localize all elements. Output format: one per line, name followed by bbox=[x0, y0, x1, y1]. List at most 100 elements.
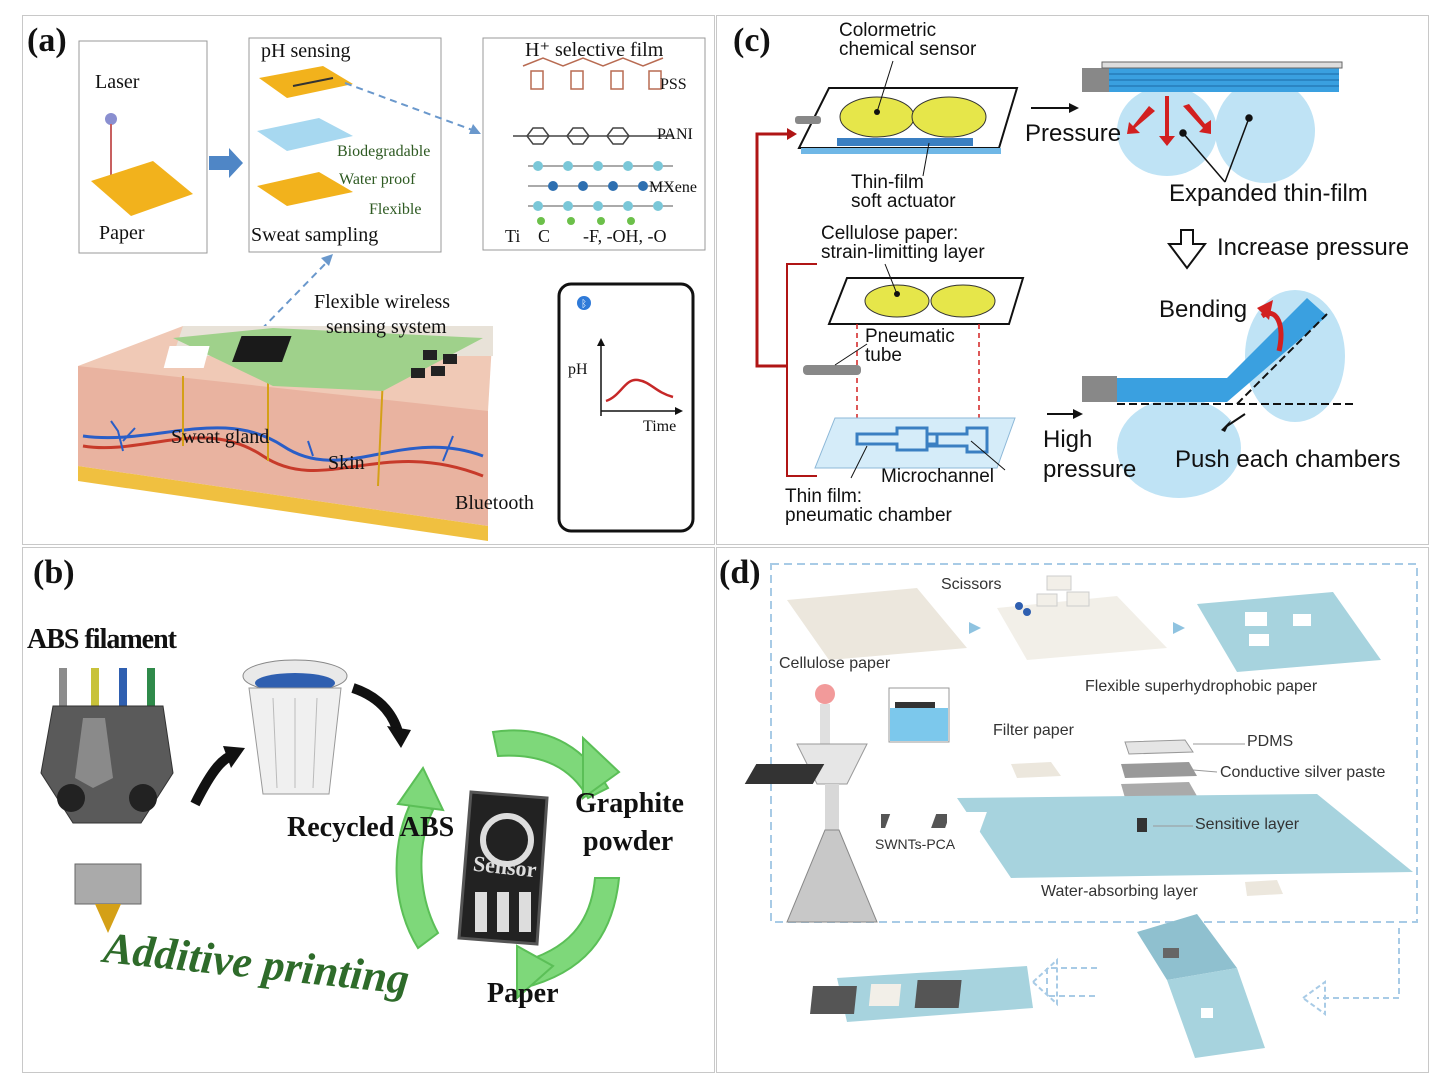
water-proof-label: Water proof bbox=[339, 171, 416, 188]
bluetooth-label: Bluetooth bbox=[455, 492, 534, 514]
panel-b: (b) ABS filament Recycled ABS Graphite p… bbox=[22, 547, 715, 1073]
terminations-label: -F, -OH, -O bbox=[583, 226, 667, 246]
cellulose-label-2: strain-limitting layer bbox=[821, 242, 985, 263]
right-arrow-icon bbox=[209, 148, 243, 178]
swnts-label: SWNTs-PCA bbox=[875, 836, 956, 852]
laser-label: Laser bbox=[95, 71, 140, 93]
paper-label: Paper bbox=[99, 222, 145, 244]
expanded-label: Expanded thin-film bbox=[1169, 180, 1368, 207]
chip-icon bbox=[232, 336, 292, 362]
flow-arrow-1 bbox=[1317, 928, 1400, 999]
folded-device-top bbox=[1137, 914, 1237, 980]
bending-label: Bending bbox=[1159, 296, 1248, 323]
panel-d-graphics bbox=[744, 563, 1418, 1058]
colorimetric-label-1: Colormetric bbox=[839, 20, 937, 41]
pss-label: PSS bbox=[660, 76, 687, 93]
pdms-label: PDMS bbox=[1247, 733, 1294, 750]
flexible-label: Flexible bbox=[369, 201, 422, 218]
microchannel-label: Microchannel bbox=[881, 466, 994, 487]
biodegradable-label: Biodegradable bbox=[337, 143, 431, 160]
chamber-label-1: Thin film: bbox=[785, 486, 863, 507]
cellulose-sheet bbox=[787, 588, 967, 660]
process-frame bbox=[770, 563, 1418, 923]
cellulose-paper-label: Cellulose paper bbox=[779, 655, 891, 672]
beaker-icon bbox=[888, 687, 950, 743]
red-bracket bbox=[786, 263, 817, 477]
panel-c-letter: (c) bbox=[733, 22, 771, 59]
pss-structure bbox=[522, 57, 664, 90]
scissors-label: Scissors bbox=[941, 576, 1002, 593]
colorimetric-label-2: chemical sensor bbox=[839, 39, 977, 60]
tube-expanded bbox=[1082, 68, 1112, 92]
filter-paper bbox=[1011, 762, 1061, 778]
pressure-label: Pressure bbox=[1025, 120, 1122, 147]
filter-paper-label: Filter paper bbox=[993, 722, 1074, 739]
recycled-abs-label: Recycled ABS bbox=[287, 812, 455, 843]
ti-label: Ti bbox=[505, 226, 521, 246]
laser-box bbox=[78, 40, 208, 254]
cellulose-label-1: Cellulose paper: bbox=[821, 223, 959, 244]
laser-head-icon bbox=[105, 113, 117, 125]
chamber-sheet bbox=[814, 417, 1016, 469]
sensor-base-sheet bbox=[957, 794, 1413, 878]
chamber-label-2: pneumatic chamber bbox=[785, 505, 952, 526]
ph-curve bbox=[605, 378, 674, 403]
sensitive-layer-label: Sensitive layer bbox=[1195, 816, 1300, 833]
sensitive-element bbox=[1137, 818, 1147, 832]
silver-paste-label: Conductive silver paste bbox=[1220, 764, 1386, 781]
paper-sheet bbox=[91, 161, 193, 216]
superhydrophobic-sheet bbox=[1197, 592, 1381, 672]
graphite-label-1: Graphite bbox=[575, 788, 684, 819]
pneumatic-tube bbox=[803, 365, 861, 375]
pani-label: PANI bbox=[657, 126, 693, 143]
push-chambers-label: Push each chambers bbox=[1175, 446, 1401, 473]
sensor-spot-1 bbox=[839, 96, 915, 138]
ph-sensing-label: pH sensing bbox=[261, 40, 351, 62]
high-pressure-label-2: pressure bbox=[1043, 456, 1137, 483]
sensor-spot-2 bbox=[911, 96, 987, 138]
high-pressure-label-1: High bbox=[1043, 426, 1093, 453]
water-absorbing-label: Water-absorbing layer bbox=[1041, 883, 1198, 900]
ph-layer bbox=[259, 66, 353, 98]
bluetooth-icon bbox=[577, 296, 591, 310]
panel-b-letter: (b) bbox=[33, 554, 75, 591]
system-label-1: Flexible wireless bbox=[314, 291, 451, 313]
skin-label: Skin bbox=[328, 452, 365, 474]
panel-b-graphics bbox=[40, 659, 621, 1001]
red-connector bbox=[755, 132, 791, 368]
tube-top bbox=[795, 116, 821, 124]
paper-label-b: Paper bbox=[487, 978, 559, 1009]
thinfilm-label-1: Thin-film bbox=[851, 172, 924, 193]
recycle-loop bbox=[395, 729, 621, 1001]
svg-text:ᛒ: ᛒ bbox=[581, 299, 587, 310]
graphite-label-2: powder bbox=[583, 826, 674, 857]
biodegradable-layer bbox=[257, 118, 353, 151]
actuator-flat bbox=[1117, 378, 1227, 402]
superhydrophobic-label: Flexible superhydrophobic paper bbox=[1085, 678, 1318, 695]
pdms-layer bbox=[1124, 739, 1194, 755]
thinfilm-label-2: soft actuator bbox=[851, 191, 956, 212]
dashed-arrow-up bbox=[252, 259, 330, 339]
bubble-2 bbox=[1215, 79, 1315, 183]
increase-pressure-label: Increase pressure bbox=[1217, 234, 1410, 261]
folded-device-bottom bbox=[1167, 968, 1265, 1058]
silver-layer-1 bbox=[1121, 762, 1197, 778]
film-box bbox=[482, 37, 706, 251]
phone-frame bbox=[557, 282, 695, 533]
sensor-strip bbox=[163, 346, 210, 368]
flow-arrow-2 bbox=[1046, 967, 1097, 997]
down-arrow-icon bbox=[1167, 229, 1207, 270]
panel-a-graphics: ᛒ bbox=[78, 37, 706, 541]
pressure-arrows bbox=[1127, 96, 1211, 146]
system-label-2: sensing system bbox=[326, 316, 447, 338]
time-axis-label: Time bbox=[643, 418, 677, 435]
panel-a: ᛒ (a) Laser Paper pH sensing Biodegradab… bbox=[22, 15, 715, 545]
pneumatic-label-2: tube bbox=[865, 345, 902, 366]
sweat-gland-label: Sweat gland bbox=[171, 426, 270, 448]
abs-filament-label: ABS filament bbox=[27, 624, 177, 655]
c-label: C bbox=[538, 226, 551, 246]
sweat-layer bbox=[257, 172, 353, 206]
ph-axis-label: pH bbox=[568, 361, 588, 378]
mxene-label: MXene bbox=[649, 179, 697, 196]
selective-film-label: H⁺ selective film bbox=[525, 39, 664, 61]
